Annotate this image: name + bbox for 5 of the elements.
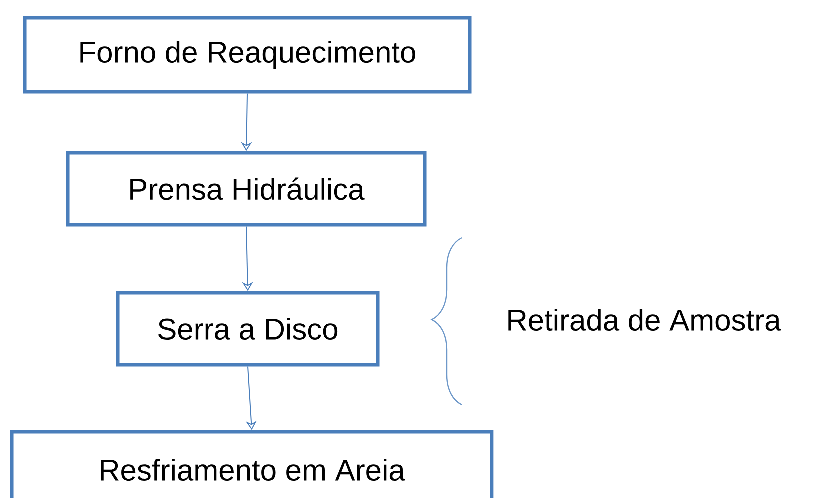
- process-box: Prensa Hidráulica: [66, 151, 427, 227]
- annotation-label: Retirada de Amostra: [508, 308, 782, 331]
- process-box: Serra a Disco: [116, 291, 380, 367]
- process-box: Forno de Reaquecimento: [23, 16, 472, 94]
- process-box: Resfriamento em Areia: [10, 430, 494, 498]
